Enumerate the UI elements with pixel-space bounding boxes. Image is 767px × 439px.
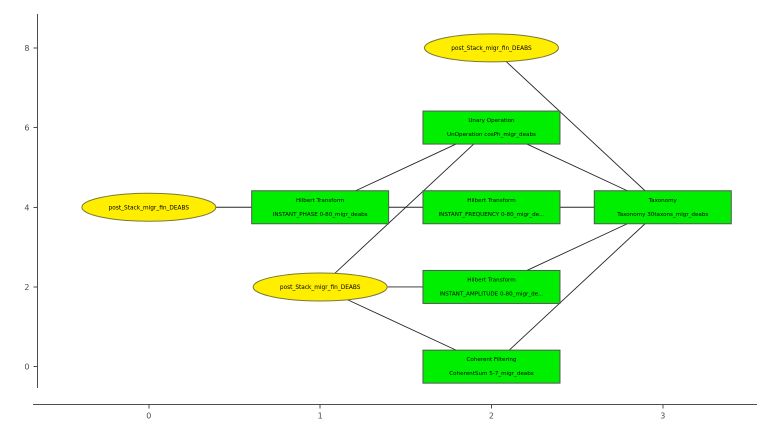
node-title: Hilbert Transform xyxy=(296,198,344,204)
x-tick-label: 3 xyxy=(660,412,665,421)
node-subtitle: INSTANT_PHASE 0-80_migr_deabs xyxy=(273,212,368,218)
node-subtitle: UnOperation cosPh_migr_deabs xyxy=(447,132,536,138)
node-rect[interactable] xyxy=(422,349,561,384)
graph-nodes: post_Stack_migr_fin_DEABS post_Stack_migr… xyxy=(81,33,732,384)
data-node[interactable]: post_Stack_migr_fin_DEABS xyxy=(423,33,559,63)
node-rect[interactable] xyxy=(251,190,390,225)
x-tick-label: 2 xyxy=(489,412,494,421)
x-axis-ticks: 0 1 2 3 xyxy=(146,404,665,421)
data-node[interactable]: post_Stack_migr_fin_DEABS xyxy=(252,272,388,302)
node-title: Unary Operation xyxy=(468,118,515,124)
node-rect[interactable] xyxy=(593,190,732,225)
y-tick-label: 2 xyxy=(24,283,29,292)
graph-edge xyxy=(526,143,628,192)
graph-edge xyxy=(334,143,475,274)
graph-edge xyxy=(526,223,628,271)
node-title: Hilbert Transform xyxy=(467,277,515,283)
node-subtitle: Taxonomy 30taxons_migr_deabs xyxy=(616,212,708,218)
graph-edge xyxy=(508,223,646,351)
node-title: post_Stack_migr_fin_DEABS xyxy=(280,285,361,291)
node-title: Hilbert Transform xyxy=(467,198,515,204)
graph-edge xyxy=(355,143,457,192)
axes: 0 2 4 6 8 0 1 2 3 xyxy=(24,14,757,421)
node-subtitle: INSTANT_AMPLITUDE 0-80_migr_de... xyxy=(439,291,543,297)
node-ellipse[interactable] xyxy=(252,272,388,302)
data-node[interactable]: post_Stack_migr_fin_DEABS xyxy=(81,192,217,222)
node-subtitle: INSTANT_FREQUENCY 0-80_migr_de... xyxy=(439,212,545,218)
y-tick-label: 4 xyxy=(24,203,29,212)
node-ellipse[interactable] xyxy=(81,192,217,222)
node-title: post_Stack_migr_fin_DEABS xyxy=(109,205,190,211)
graph-edges xyxy=(215,61,646,351)
node-title: Coherent Filtering xyxy=(466,357,516,363)
x-tick-label: 1 xyxy=(318,412,323,421)
x-tick-label: 0 xyxy=(146,412,151,421)
y-tick-label: 0 xyxy=(24,363,29,372)
node-rect[interactable] xyxy=(422,190,561,225)
graph-edge xyxy=(347,299,457,351)
node-ellipse[interactable] xyxy=(423,33,559,63)
node-title: Taxonomy xyxy=(648,198,678,204)
node-subtitle: CoherentSum 5-7_migr_deabs xyxy=(449,371,534,377)
node-rect[interactable] xyxy=(422,110,561,145)
node-rect[interactable] xyxy=(422,269,561,304)
graph-edge xyxy=(505,61,646,192)
y-tick-label: 8 xyxy=(24,44,29,53)
node-title: post_Stack_migr_fin_DEABS xyxy=(451,46,532,52)
y-tick-label: 6 xyxy=(24,124,29,133)
y-axis-ticks: 0 2 4 6 8 xyxy=(24,44,38,372)
